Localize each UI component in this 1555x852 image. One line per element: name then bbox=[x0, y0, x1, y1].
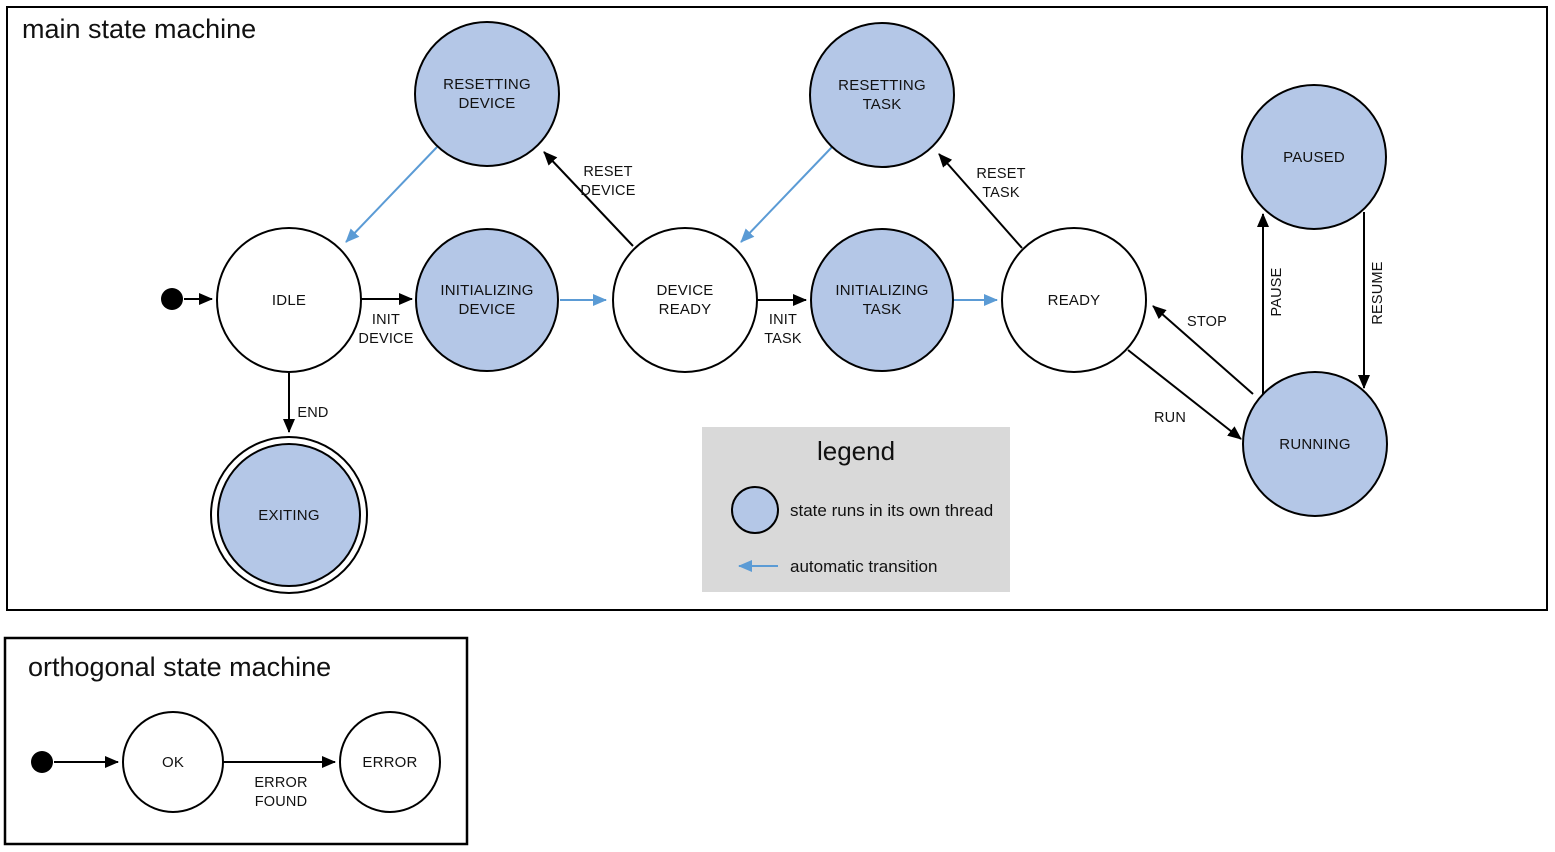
transition-label-init-device-line1: INIT bbox=[372, 312, 400, 328]
initial-state-dot bbox=[161, 288, 183, 310]
orthogonal-title: orthogonal state machine bbox=[28, 652, 331, 682]
state-resetting-device bbox=[414, 21, 560, 167]
state-initializing-device-label-line1: INITIALIZING bbox=[440, 282, 533, 299]
state-initializing-device-label-line2: DEVICE bbox=[458, 301, 515, 318]
state-exiting-inner-circle bbox=[217, 443, 361, 587]
state-error bbox=[339, 711, 441, 813]
state-running-label: RUNNING bbox=[1279, 436, 1350, 453]
state-exiting-label: EXITING bbox=[258, 507, 319, 524]
state-running bbox=[1242, 371, 1388, 517]
state-device-ready bbox=[612, 227, 758, 373]
state-initializing-task-label-line1: INITIALIZING bbox=[835, 282, 928, 299]
transition-label-reset-task-line2: TASK bbox=[982, 185, 1020, 201]
main-frame bbox=[6, 6, 1548, 611]
state-resetting-task bbox=[809, 22, 955, 168]
transition-label-reset-task-line1: RESET bbox=[976, 166, 1025, 182]
state-paused-label: PAUSED bbox=[1283, 149, 1345, 166]
transition-reset-task bbox=[938, 153, 1023, 249]
transition-stop bbox=[1152, 305, 1254, 395]
state-error-label: ERROR bbox=[362, 754, 417, 771]
state-resetting-task-label-line2: TASK bbox=[863, 96, 902, 113]
state-paused bbox=[1241, 84, 1387, 230]
transition-label-init-task-line2: TASK bbox=[764, 331, 802, 347]
transition-label-reset-device-line1: RESET bbox=[583, 164, 632, 180]
legend-thread-circle-icon bbox=[731, 486, 779, 534]
state-exiting: EXITING bbox=[210, 436, 368, 594]
state-ready-label: READY bbox=[1048, 292, 1101, 309]
transition-label-init-task-line1: INIT bbox=[769, 312, 797, 328]
transition-label-resume: RESUME bbox=[1370, 261, 1386, 324]
state-initializing-task bbox=[810, 228, 954, 372]
transition-label-end: END bbox=[297, 405, 328, 421]
transition-auto-resetting-task-to-device-ready bbox=[740, 146, 833, 243]
state-resetting-task-label-line1: RESETTING bbox=[838, 77, 926, 94]
state-initializing-task-label-line2: TASK bbox=[863, 301, 902, 318]
orthogonal-initial-state-dot bbox=[31, 751, 53, 773]
transition-label-init-device-line2: DEVICE bbox=[358, 331, 413, 347]
transition-label-error-found-line1: ERROR bbox=[254, 775, 307, 791]
transition-reset-device bbox=[543, 151, 634, 247]
state-ready bbox=[1001, 227, 1147, 373]
state-resetting-device-label-line1: RESETTING bbox=[443, 76, 531, 93]
transition-auto-resetting-device-to-idle bbox=[345, 146, 438, 243]
transition-label-pause: PAUSE bbox=[1269, 267, 1285, 316]
state-ok-label: OK bbox=[162, 754, 184, 771]
transition-run bbox=[1127, 349, 1242, 440]
legend-auto-label: automatic transition bbox=[790, 557, 937, 576]
state-idle bbox=[216, 227, 362, 373]
orthogonal-frame bbox=[3, 636, 469, 846]
state-initializing-device bbox=[415, 228, 559, 372]
state-device-ready-label-line2: READY bbox=[659, 301, 712, 318]
transition-label-run: RUN bbox=[1154, 410, 1186, 426]
state-device-ready-label-line1: DEVICE bbox=[656, 282, 713, 299]
legend-thread-label: state runs in its own thread bbox=[790, 501, 993, 520]
transition-label-stop: STOP bbox=[1187, 314, 1227, 330]
transition-label-error-found-line2: FOUND bbox=[255, 794, 308, 810]
legend-title: legend bbox=[817, 436, 895, 466]
legend-box: legend state runs in its own thread auto… bbox=[702, 427, 1010, 592]
main-title: main state machine bbox=[22, 14, 256, 44]
state-idle-label: IDLE bbox=[272, 292, 306, 309]
transition-label-reset-device-line2: DEVICE bbox=[580, 183, 635, 199]
state-resetting-device-label-line2: DEVICE bbox=[458, 95, 515, 112]
